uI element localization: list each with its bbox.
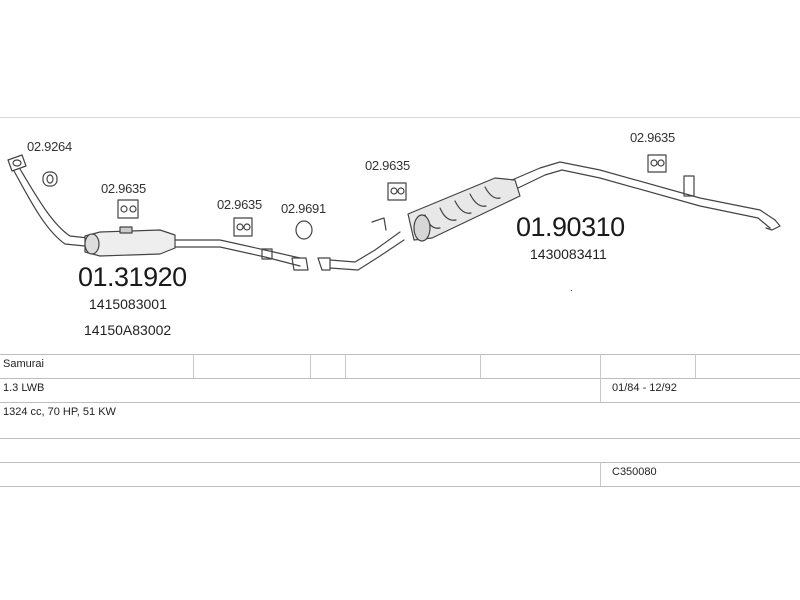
front-oem-number-2: 14150A83002 bbox=[84, 322, 172, 338]
rear-silencer bbox=[407, 177, 521, 242]
part-label-ring-2: 02.9691 bbox=[281, 201, 326, 216]
part-label-hanger-1: 02.9635 bbox=[101, 181, 146, 196]
table-line bbox=[0, 438, 800, 439]
part-label-hanger-4: 02.9635 bbox=[630, 130, 675, 145]
rubber-hanger-icon-1 bbox=[42, 171, 58, 187]
front-flange-icon bbox=[7, 154, 27, 172]
table-col-divider bbox=[695, 354, 696, 378]
dot-marker: . bbox=[570, 283, 573, 294]
part-label-hanger-2: 02.9635 bbox=[217, 197, 262, 212]
rubber-hanger-icon-5 bbox=[647, 154, 667, 173]
front-silencer bbox=[84, 226, 309, 271]
table-col-divider bbox=[193, 354, 194, 378]
table-line bbox=[0, 354, 800, 355]
top-divider bbox=[0, 117, 800, 118]
rear-oem-number: 1430083411 bbox=[530, 246, 607, 262]
table-line bbox=[0, 486, 800, 487]
table-line bbox=[0, 402, 800, 403]
table-col-divider bbox=[345, 354, 346, 378]
table-cell-years: 01/84 - 12/92 bbox=[612, 382, 677, 394]
table-cell-model: Samurai bbox=[3, 358, 44, 370]
part-label-hanger-3: 02.9635 bbox=[365, 158, 410, 173]
exhaust-diagram bbox=[7, 154, 781, 271]
table-line bbox=[0, 462, 800, 463]
tail-pipe bbox=[511, 161, 781, 231]
part-label-ring: 02.9264 bbox=[27, 139, 72, 154]
rear-pipe-inlet bbox=[317, 217, 405, 271]
table-cell-variant: 1.3 LWB bbox=[3, 382, 45, 394]
table-cell-engine: 1324 cc, 70 HP, 51 KW bbox=[3, 406, 116, 418]
front-part-number: 01.31920 bbox=[78, 262, 187, 292]
table-line bbox=[0, 378, 800, 379]
table-col-divider bbox=[600, 462, 601, 486]
table-col-divider bbox=[600, 354, 601, 402]
table-cell-kit-code: C350080 bbox=[612, 466, 657, 478]
vehicle-table: Samurai 1.3 LWB 01/84 - 12/92 1324 cc, 7… bbox=[0, 354, 800, 488]
rubber-hanger-icon-3 bbox=[233, 217, 253, 237]
front-downpipe bbox=[13, 168, 89, 247]
rubber-hanger-icon-4 bbox=[387, 182, 407, 201]
rear-part-number: 01.90310 bbox=[516, 212, 625, 242]
table-col-divider bbox=[310, 354, 311, 378]
sealing-ring-icon bbox=[295, 220, 313, 240]
front-oem-number-1: 1415083001 bbox=[89, 296, 167, 312]
rubber-hanger-icon-2 bbox=[117, 199, 139, 219]
table-col-divider bbox=[480, 354, 481, 378]
